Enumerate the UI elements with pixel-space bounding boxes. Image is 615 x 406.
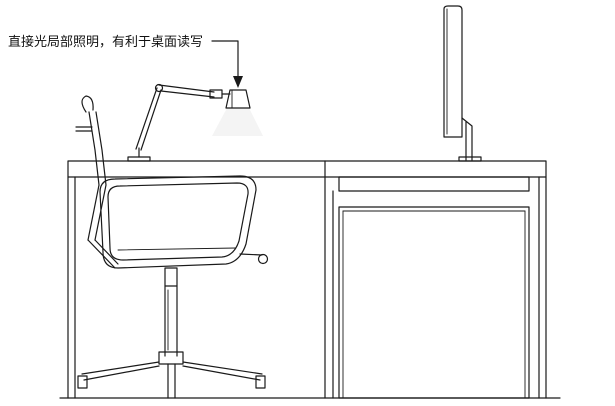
light-cone [212,108,263,136]
annotation-label: 直接光局部照明，有利于桌面读写 [8,34,203,50]
monitor [443,5,482,162]
desk [67,160,547,399]
office-chair [75,95,269,399]
annotation-leader-arrow [211,40,243,88]
desk-lamp [127,83,251,162]
